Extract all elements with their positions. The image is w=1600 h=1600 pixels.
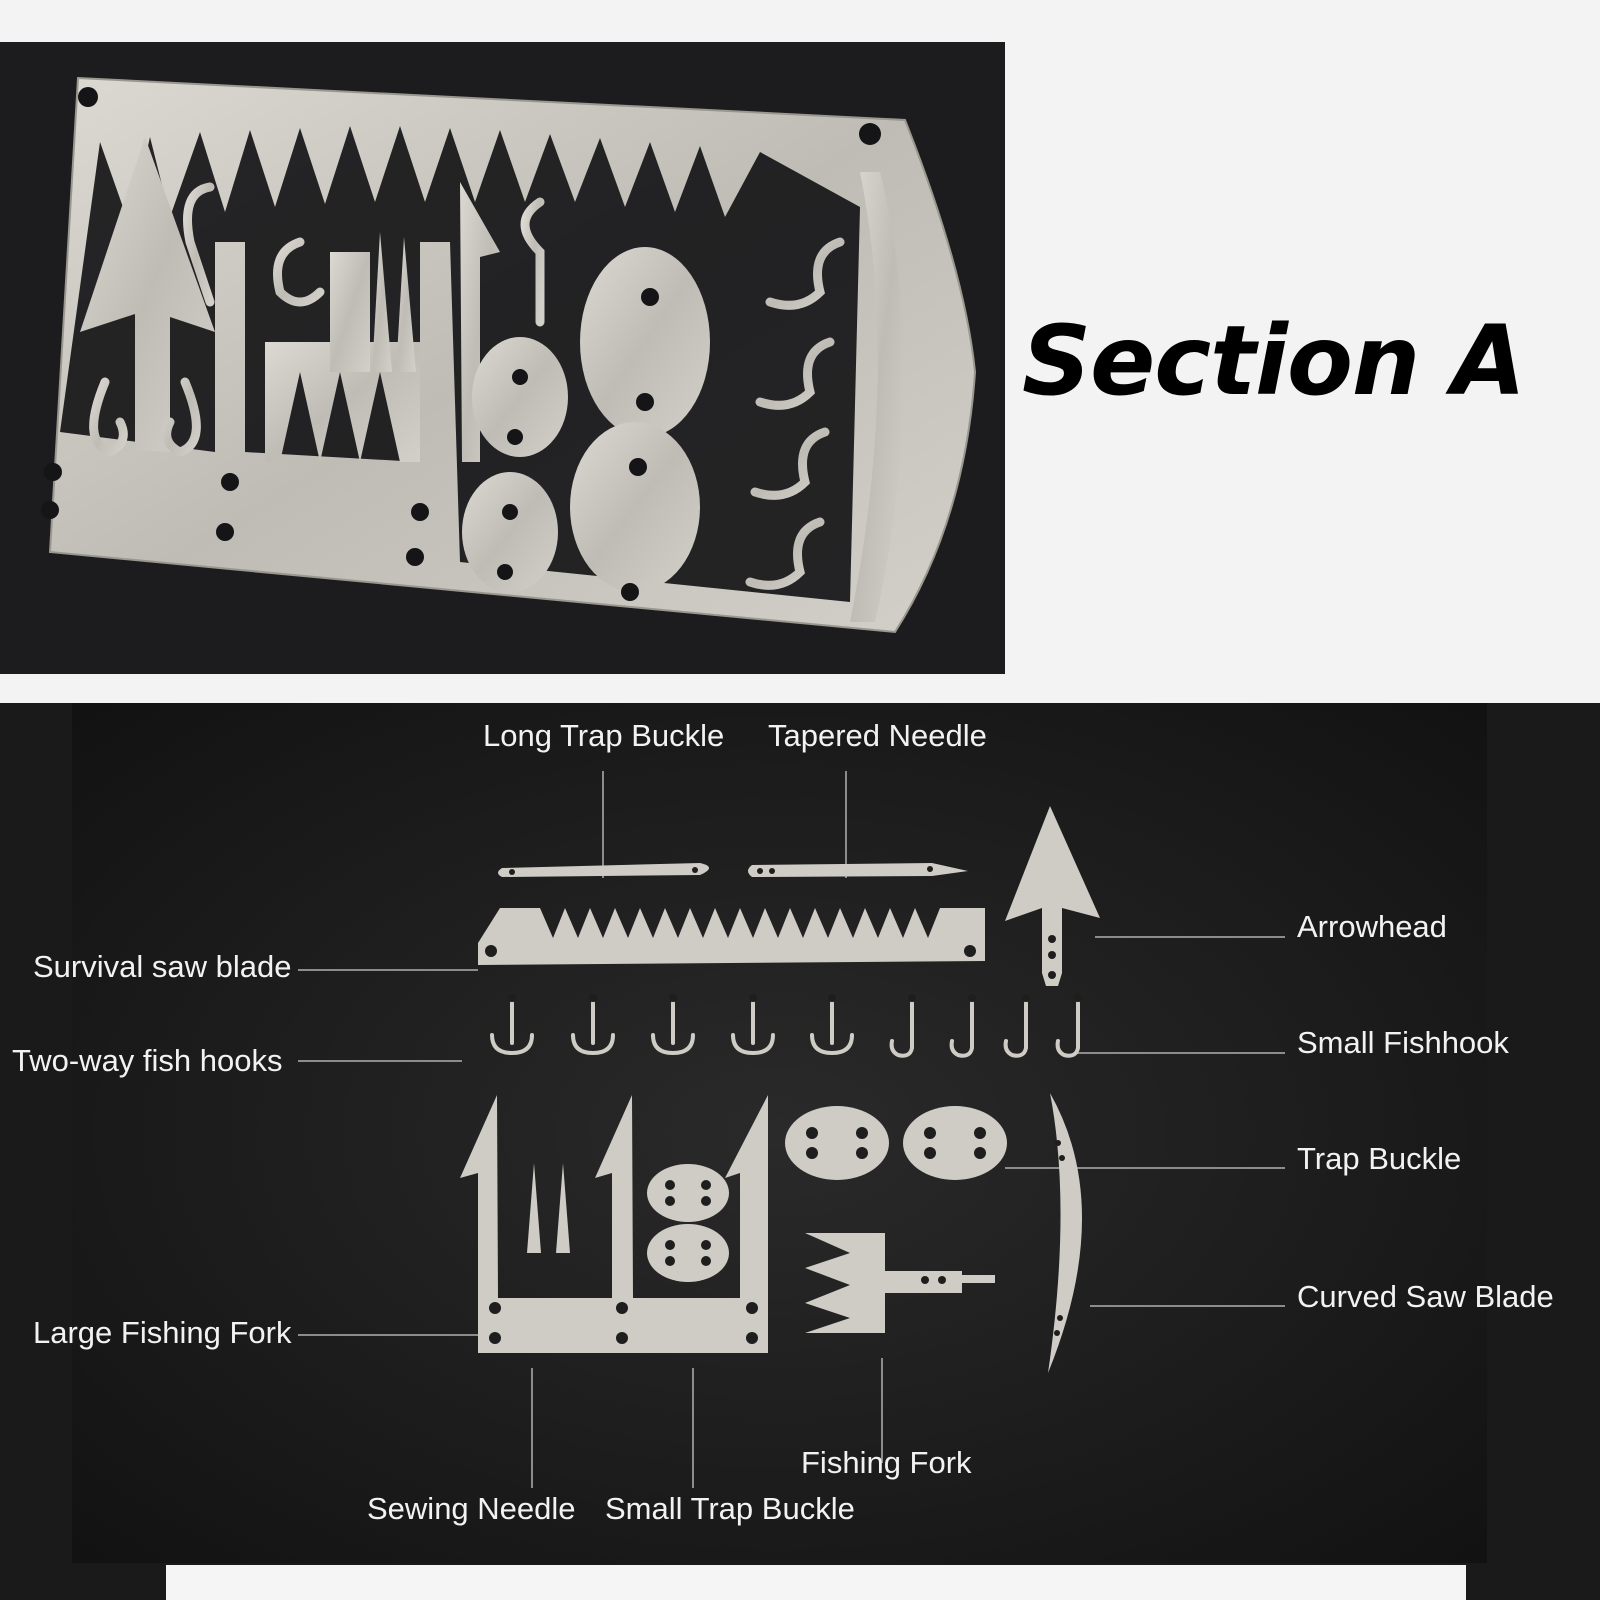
leader-lines [298,771,1285,1488]
parts-diagram-art [0,703,1600,1600]
sewing-needle-part [556,1163,570,1253]
trap-buckle-part [785,1106,889,1180]
label-small-trap-buckle: Small Trap Buckle [605,1491,855,1526]
label-fishing-fork: Fishing Fork [801,1445,972,1480]
long-trap-buckle-part [498,863,709,877]
label-curved-saw-blade: Curved Saw Blade [1297,1279,1554,1314]
label-long-trap-buckle: Long Trap Buckle [483,718,725,753]
label-tapered-needle: Tapered Needle [768,718,987,753]
survival-card-photo [0,42,1005,674]
trap-buckle-part [903,1106,1007,1180]
large-fishing-fork-part [460,1095,768,1353]
two-way-fish-hook-part [490,1001,854,1056]
label-survival-saw-blade: Survival saw blade [33,949,292,984]
label-sewing-needle: Sewing Needle [367,1491,576,1526]
parts-diagram: Long Trap Buckle Tapered Needle Arrowhea… [0,703,1600,1600]
curved-saw-blade-part [1048,1093,1083,1373]
label-small-fishhook: Small Fishhook [1297,1025,1509,1060]
small-trap-buckle-part [647,1224,729,1282]
part-holes [485,866,1082,1344]
small-trap-buckle-part [647,1164,729,1222]
label-two-way-fish-hooks: Two-way fish hooks [12,1043,283,1078]
parts [460,806,1100,1373]
label-arrowhead: Arrowhead [1297,909,1447,944]
hooks [490,1001,1080,1058]
label-trap-buckle: Trap Buckle [1297,1141,1462,1176]
label-large-fishing-fork: Large Fishing Fork [33,1315,292,1350]
fishing-fork-part [805,1233,995,1333]
section-title: Section A [1022,305,1526,417]
arrowhead-part [1005,806,1100,986]
survival-card [41,76,977,634]
small-fishhook-part [889,1001,1080,1058]
tapered-needle-part [748,863,968,877]
sewing-needle-part [527,1163,541,1253]
survival-saw-blade-part [478,908,985,965]
